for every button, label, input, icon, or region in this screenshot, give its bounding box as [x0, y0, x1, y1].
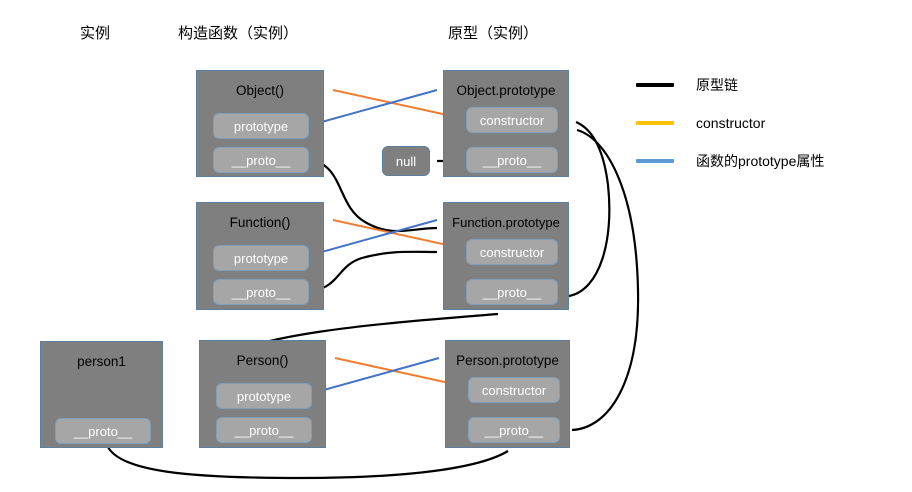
slot-prototype[interactable]: prototype	[213, 245, 309, 271]
node-null[interactable]: null	[382, 146, 430, 176]
slot-constructor[interactable]: constructor	[468, 377, 560, 403]
node-title: Object.prototype	[456, 83, 556, 98]
node-person-ctor[interactable]: Person() prototype __proto__	[199, 340, 326, 448]
node-title: Function.prototype	[452, 215, 560, 230]
column-header-constructor-function: 构造函数（实例）	[178, 25, 299, 42]
slot-constructor[interactable]: constructor	[466, 239, 558, 265]
node-function-prototype[interactable]: Function.prototype constructor __proto__	[443, 202, 569, 310]
column-header-instance: 实例	[80, 25, 111, 42]
slot-prototype[interactable]: prototype	[213, 113, 309, 139]
node-object-prototype[interactable]: Object.prototype constructor __proto__	[443, 70, 569, 177]
slot-proto[interactable]: __proto__	[216, 417, 312, 443]
slot-prototype[interactable]: prototype	[216, 383, 312, 409]
legend-label: 函数的prototype属性	[696, 153, 825, 169]
node-title: Person()	[236, 353, 289, 368]
node-title: Person.prototype	[456, 353, 559, 368]
node-person1[interactable]: person1 __proto__	[40, 341, 163, 448]
slot-constructor[interactable]: constructor	[466, 107, 558, 133]
link-personprototype-proto-to-objectprototype	[571, 128, 640, 432]
link-function-proto-to-functionprototype	[302, 250, 438, 293]
slot-proto[interactable]: __proto__	[468, 417, 560, 443]
node-title: Function()	[229, 215, 291, 230]
node-person-prototype[interactable]: Person.prototype constructor __proto__	[445, 340, 570, 448]
slot-proto[interactable]: __proto__	[213, 279, 309, 305]
node-title: Object()	[235, 83, 284, 98]
node-object-ctor[interactable]: Object() prototype __proto__	[196, 70, 324, 177]
legend-swatch-proto-chain-icon	[636, 83, 674, 87]
column-header-prototype: 原型（实例）	[448, 25, 539, 42]
legend-label: constructor	[696, 115, 766, 131]
slot-proto[interactable]: __proto__	[466, 279, 558, 305]
legend: 原型链 constructor 函数的prototype属性	[636, 70, 906, 184]
slot-proto[interactable]: __proto__	[55, 418, 151, 444]
slot-proto[interactable]: __proto__	[466, 147, 558, 173]
slot-proto[interactable]: __proto__	[213, 147, 309, 173]
legend-item-constructor: constructor	[636, 108, 906, 138]
legend-swatch-prototype-property-icon	[636, 159, 674, 163]
node-title: person1	[77, 354, 126, 369]
node-function-ctor[interactable]: Function() prototype __proto__	[196, 202, 324, 310]
link-person1-proto-to-personprototype	[105, 444, 509, 480]
legend-item-proto-chain: 原型链	[636, 70, 906, 100]
legend-item-prototype-property: 函数的prototype属性	[636, 146, 906, 176]
link-object-proto-to-functionprototype	[302, 157, 438, 233]
legend-swatch-constructor-icon	[636, 121, 674, 125]
legend-label: 原型链	[696, 77, 738, 93]
link-functionprototype-proto-to-objectprototype	[568, 120, 611, 298]
